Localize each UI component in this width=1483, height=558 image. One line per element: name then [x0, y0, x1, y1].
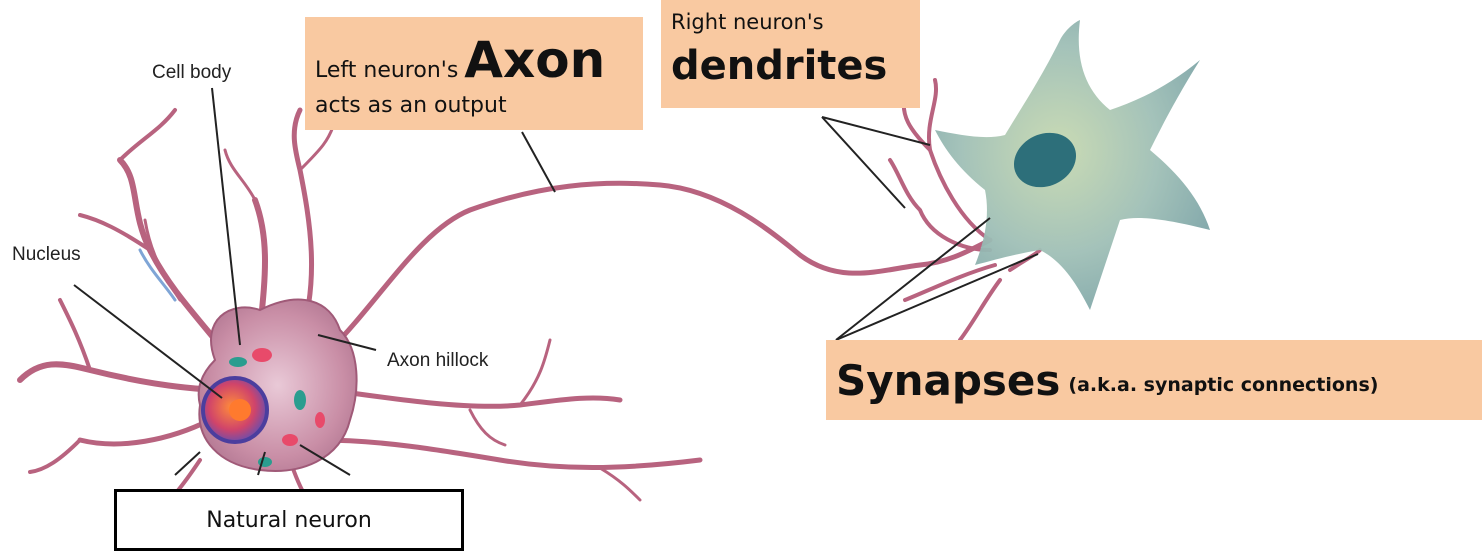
- axon-callout-emphasis: Axon: [464, 35, 605, 85]
- axon-callout: Left neuron's Axon acts as an output: [305, 17, 643, 130]
- dendrites-callout: Right neuron's dendrites: [661, 0, 920, 108]
- synapses-callout-emphasis: Synapses: [836, 356, 1060, 405]
- axon-callout-suffix: acts as an output: [315, 93, 507, 118]
- caption-text: Natural neuron: [206, 508, 372, 533]
- axon-hillock-label: Axon hillock: [387, 350, 488, 372]
- axon-path: [330, 183, 990, 350]
- dendrites-callout-emphasis: dendrites: [671, 44, 887, 88]
- cell-body-label: Cell body: [152, 62, 231, 84]
- axon-callout-prefix: Left neuron's: [315, 58, 458, 83]
- synapses-callout-suffix: (a.k.a. synaptic connections): [1068, 374, 1378, 396]
- nucleus-label: Nucleus: [12, 244, 81, 266]
- synapses-callout: Synapses (a.k.a. synaptic connections): [826, 340, 1482, 420]
- natural-neuron-caption: Natural neuron: [114, 489, 464, 551]
- dendrites-callout-prefix: Right neuron's: [671, 10, 824, 34]
